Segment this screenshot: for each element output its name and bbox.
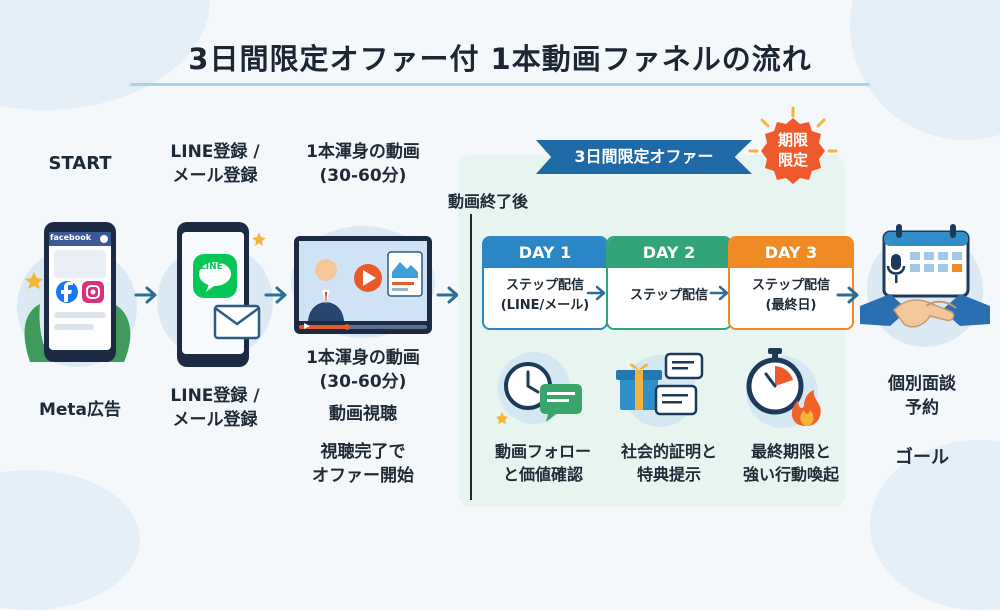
panel-divider xyxy=(470,214,472,500)
goal-label: ゴール xyxy=(895,447,949,468)
start-label: START xyxy=(48,153,112,174)
arrow-right-icon xyxy=(709,285,729,301)
arrow-right-icon xyxy=(134,286,157,304)
day-1-header: DAY 1 xyxy=(484,238,606,268)
offer-panel xyxy=(458,155,845,507)
arrow-right-icon xyxy=(264,286,287,304)
day-2-header: DAY 2 xyxy=(608,238,730,268)
line-step-top-label: LINE登録 / メール登録 xyxy=(170,142,260,186)
limited-badge xyxy=(748,106,838,200)
phone-line xyxy=(155,212,275,386)
video-player-icon xyxy=(288,222,438,344)
day-1-line1: ステップ配信 xyxy=(505,278,584,293)
day-2-caption: 社会的証明と 特典提示 xyxy=(620,442,717,484)
ad-label: Meta広告 xyxy=(38,400,122,420)
page-title: 3日間限定オファー付 1本動画ファネルの流れ xyxy=(188,42,812,76)
day-2-line1: ステップ配信 xyxy=(629,288,708,303)
stopwatch-fire-icon xyxy=(734,344,834,440)
gift-chat-icon xyxy=(612,346,712,440)
offer-banner: 3日間限定オファー xyxy=(536,140,752,174)
day-3-line2: (最終日) xyxy=(765,298,817,313)
line-app-wordmark: LINE xyxy=(200,262,223,272)
title-underline xyxy=(130,83,870,86)
day-1-caption: 動画フォロー と価値確認 xyxy=(494,442,591,484)
arrow-right-icon xyxy=(586,285,606,301)
day-3-header: DAY 3 xyxy=(730,238,852,268)
day-card-2: DAY 2 ステップ配信 xyxy=(606,236,732,330)
line-step-bottom-label: LINE登録 / メール登録 xyxy=(170,386,260,430)
clock-chat-icon xyxy=(494,346,594,440)
limited-badge-text: 期限 限定 xyxy=(777,131,808,169)
day-3-caption: 最終期限と 強い行動喚起 xyxy=(742,442,839,484)
video-step-bottom-label: 1本渾身の動画 (30-60分) xyxy=(306,348,420,392)
video-watch-label: 動画視聴 xyxy=(329,404,397,424)
goal-action-label: 個別面談 予約 xyxy=(888,374,956,418)
after-video-label: 動画終了後 xyxy=(447,192,528,211)
calendar-handshake-icon xyxy=(860,214,990,368)
facebook-wordmark: facebook xyxy=(50,233,92,242)
video-step-top-label: 1本渾身の動画 (30-60分) xyxy=(306,142,420,186)
day-card-1: DAY 1 ステップ配信 (LINE/メール) xyxy=(482,236,608,330)
day-3-line1: ステップ配信 xyxy=(751,278,830,293)
phone-facebook xyxy=(12,212,142,386)
arrow-right-icon xyxy=(836,286,859,304)
day-card-3: DAY 3 ステップ配信 (最終日) xyxy=(728,236,854,330)
day-1-line2: (LINE/メール) xyxy=(500,298,590,313)
arrow-right-icon xyxy=(436,286,459,304)
video-note-label: 視聴完了で オファー開始 xyxy=(312,442,414,486)
